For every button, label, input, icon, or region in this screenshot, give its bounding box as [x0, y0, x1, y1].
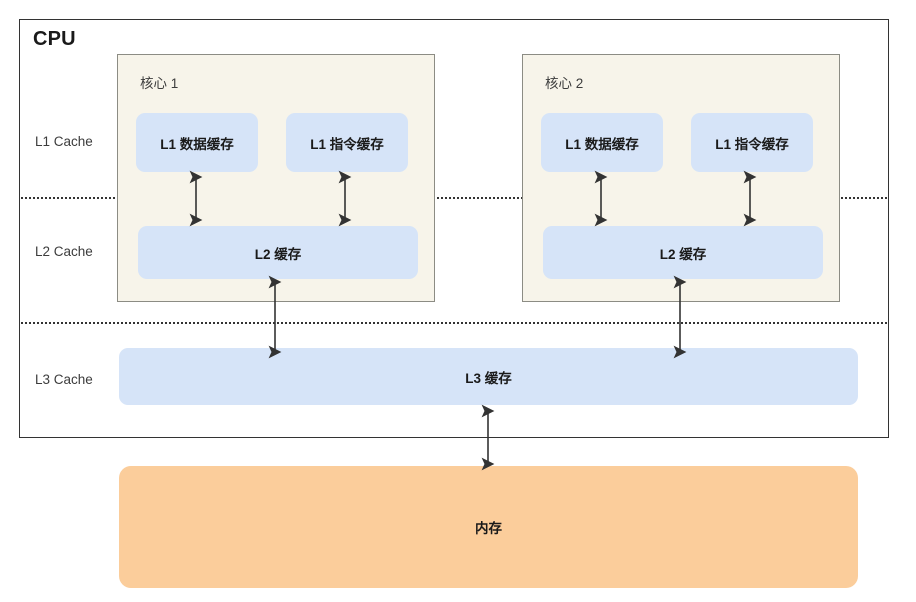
core-1-title: 核心 1 [140, 76, 179, 91]
core-2-l1-data-cache: L1 数据缓存 [541, 113, 663, 172]
core-2-title: 核心 2 [545, 76, 584, 91]
level-label-l2-cache: L2 Cache [35, 244, 93, 259]
level-label-l1-cache: L1 Cache [35, 134, 93, 149]
separator-l1-l2 [21, 197, 887, 199]
core-2-l1-instruction-cache: L1 指令缓存 [691, 113, 813, 172]
level-label-l3-cache: L3 Cache [35, 372, 93, 387]
core-1-l1-data-cache: L1 数据缓存 [136, 113, 258, 172]
core-1-l2-cache: L2 缓存 [138, 226, 418, 279]
core-2-l2-cache: L2 缓存 [543, 226, 823, 279]
core-1-box: 核心 1 L1 数据缓存 L1 指令缓存 L2 缓存 [117, 54, 435, 302]
l3-cache-block: L3 缓存 [119, 348, 858, 405]
memory-block: 内存 [119, 466, 858, 588]
core-2-box: 核心 2 L1 数据缓存 L1 指令缓存 L2 缓存 [522, 54, 840, 302]
core-1-l1-instruction-cache: L1 指令缓存 [286, 113, 408, 172]
cpu-title: CPU [33, 28, 76, 50]
separator-l2-l3 [21, 322, 887, 324]
